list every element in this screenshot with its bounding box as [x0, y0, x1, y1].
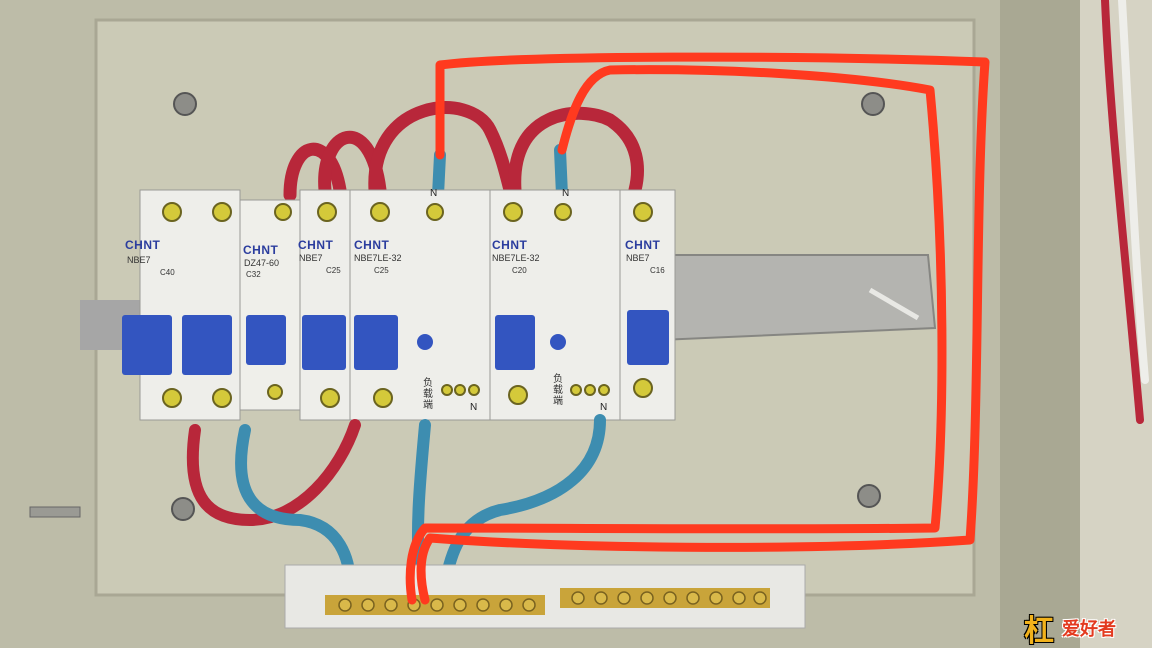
breaker-rating-2: C32 [246, 270, 261, 279]
side-screw [29, 506, 81, 518]
breaker-body [489, 189, 621, 421]
breaker-handle [122, 315, 172, 375]
annotation-loop [405, 52, 990, 605]
breaker-body [349, 189, 491, 421]
din-rail-right [659, 254, 937, 342]
breaker-brand-1: CHNT [125, 238, 161, 252]
breaker-model-1: NBE7 [127, 255, 151, 265]
neutral-label-bottom-1: N [470, 402, 478, 413]
live-jumpers [283, 101, 644, 202]
breaker-rating-3: C25 [326, 266, 341, 275]
breaker-rating-4: C25 [374, 266, 389, 275]
breaker-model-4: NBE7LE-32 [354, 253, 402, 263]
breaker-handle [627, 310, 669, 365]
breaker-model-6: NBE7 [626, 253, 650, 263]
breaker-handle [495, 315, 535, 370]
mounting-bolt [857, 484, 881, 508]
breaker-model-3: NBE7 [299, 253, 323, 263]
breaker-rating-1: C40 [160, 268, 175, 277]
breaker-model-2: DZ47-60 [244, 258, 280, 268]
breaker-brand-5: CHNT [492, 238, 528, 252]
test-button [550, 334, 566, 350]
rail-bracket [868, 287, 920, 321]
breaker-brand-4: CHNT [354, 238, 390, 252]
breaker-handle [246, 315, 286, 365]
bus-screws [338, 591, 767, 612]
neutral-label-top-2: N [562, 188, 570, 199]
neutral-label-bottom-2: N [600, 402, 608, 413]
neutral-jumpers [432, 144, 568, 201]
test-button [417, 334, 433, 350]
mounting-bolt [861, 92, 885, 116]
breaker-body [139, 189, 241, 421]
watermark-text: 爱好者 [1062, 619, 1116, 640]
breaker-handle [302, 315, 346, 370]
watermark-logo: 杠 [1024, 614, 1054, 648]
neutral-label-top-1: N [430, 188, 438, 199]
breaker-rating-5: C20 [512, 266, 527, 275]
side-cable [1101, 0, 1149, 424]
breaker-brand-6: CHNT [625, 238, 661, 252]
mounting-bolt [173, 92, 197, 116]
load-terminal-label-1: 负载端 [423, 378, 433, 411]
load-terminal-label-2: 负载端 [553, 374, 563, 407]
breaker-body [299, 189, 351, 421]
breaker-body [239, 199, 301, 411]
breaker-model-5: NBE7LE-32 [492, 253, 540, 263]
breaker-handle [182, 315, 232, 375]
breaker-brand-2: CHNT [243, 243, 279, 257]
breaker-rating-6: C16 [650, 266, 665, 275]
mounting-bolt [171, 497, 195, 521]
enclosure-side [1000, 0, 1080, 648]
terminal-screws [162, 202, 653, 408]
breaker-handle [354, 315, 398, 370]
breaker-brand-3: CHNT [298, 238, 334, 252]
